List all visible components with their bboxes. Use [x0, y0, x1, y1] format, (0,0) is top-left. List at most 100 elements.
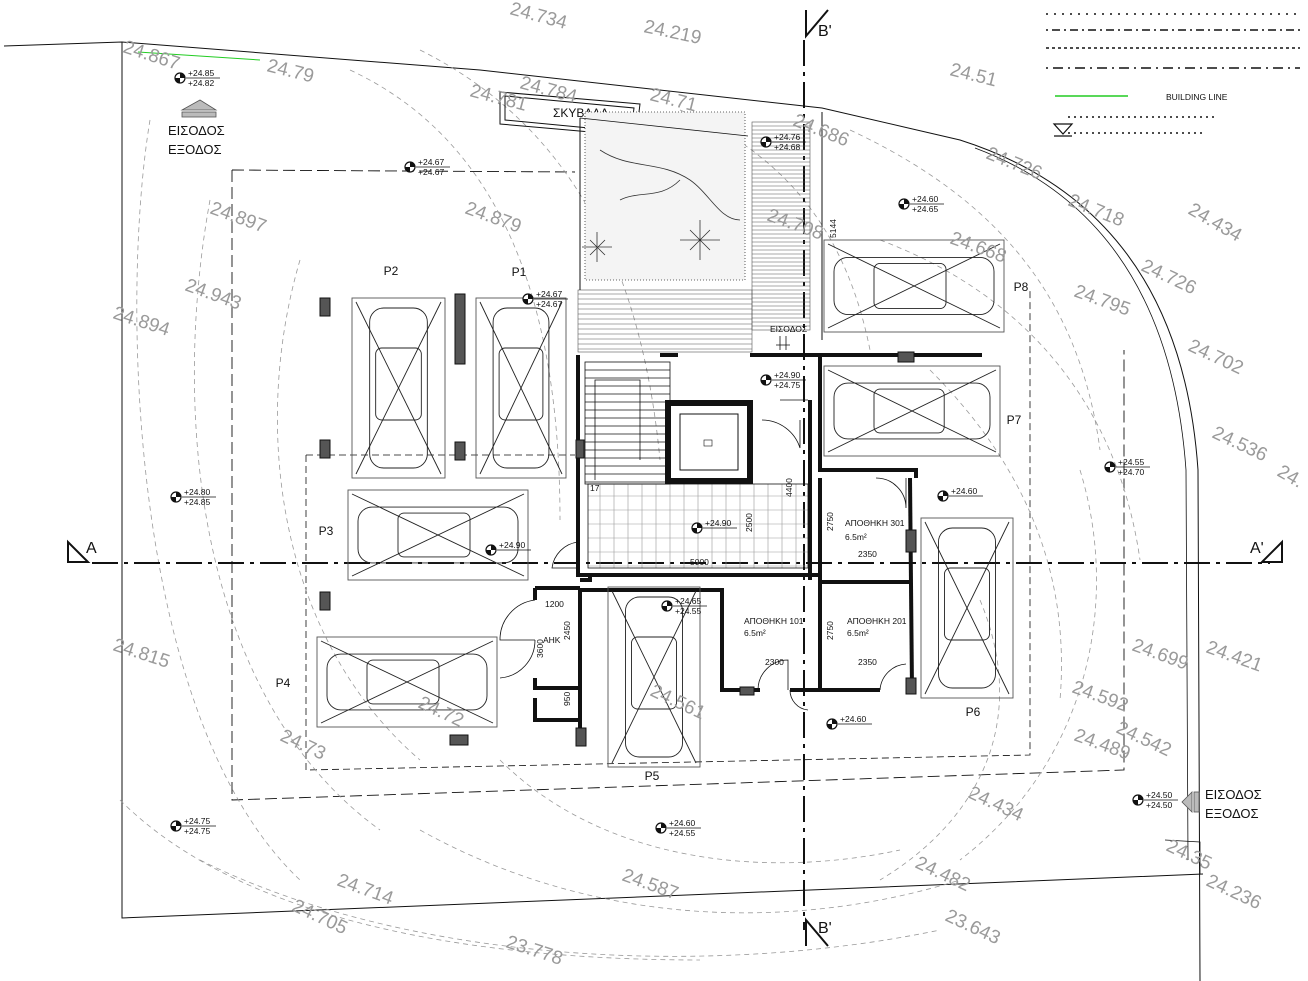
- small-entrance-label: ΕΙΣΟΔΟΣ: [770, 324, 807, 334]
- spot-level: 24.79: [265, 55, 316, 87]
- spot-level: 24.236: [1203, 870, 1265, 914]
- elevation-marker: +24.55+24.70: [1104, 457, 1150, 477]
- spot-level: 24.482: [912, 852, 974, 896]
- spot-level: 24.705: [289, 895, 351, 939]
- spot-level: 24.699: [1129, 635, 1191, 675]
- elevation-value: +24.50: [1146, 790, 1173, 800]
- spot-level: 24.815: [110, 635, 172, 673]
- parking-label: P5: [645, 769, 660, 783]
- car-outline: [320, 640, 494, 724]
- spot-level: 24.867: [120, 37, 182, 75]
- car-outline: [355, 301, 442, 475]
- dimension-label: 2500: [744, 513, 754, 532]
- spot-level: 24.897: [207, 198, 269, 238]
- elevation-marker: +24.60+24.55: [655, 818, 701, 838]
- dimension-label: 5000: [690, 557, 709, 567]
- car-outline: [611, 590, 697, 764]
- storage-101-label: ΑΠΟΘΗΚΗ 101: [744, 616, 804, 626]
- elevation-value: +24.60: [669, 818, 696, 828]
- elevation-value: +24.60: [951, 486, 978, 496]
- lift-shaft: [665, 400, 753, 484]
- elevation-value: +24.60: [912, 194, 939, 204]
- elevation-value-secondary: +24.55: [675, 606, 702, 616]
- spot-level: 24.708: [764, 205, 826, 245]
- spot-level: 24.434: [965, 782, 1027, 826]
- parking-bays: [316, 239, 1014, 768]
- spot-level: 23.778: [503, 932, 565, 970]
- elevation-marker: +24.60: [826, 714, 872, 730]
- spot-level: 24.536: [1209, 422, 1271, 466]
- elevation-value: +24.67: [418, 157, 445, 167]
- storage-201-area: 6.5m²: [847, 628, 869, 638]
- car-outline: [351, 493, 525, 577]
- elevation-value-secondary: +24.65: [912, 204, 939, 214]
- elevation-value-secondary: +24.70: [1118, 467, 1145, 477]
- spot-level: 24.561: [647, 680, 709, 724]
- spot-level: 24.219: [642, 16, 703, 49]
- spot-level: 24.795: [1071, 281, 1133, 321]
- elevation-marker: +24.85+24.82: [174, 68, 220, 88]
- elevation-value-secondary: +24.55: [669, 828, 696, 838]
- elevation-marker: +24.67+24.67: [404, 157, 450, 177]
- elevation-marker: +24.90: [691, 518, 737, 534]
- elevation-marker: +24.75+24.75: [170, 816, 216, 836]
- entrance-exit-right-line1: ΕΙΣΟΔΟΣ: [1205, 787, 1262, 802]
- entrance-exit-left-line1: ΕΙΣΟΔΟΣ: [168, 123, 225, 138]
- dimension-label: 2450: [562, 621, 572, 640]
- dimension-label: 950: [562, 692, 572, 706]
- elevation-value: +24.90: [705, 518, 732, 528]
- elevation-value-secondary: +24.67: [536, 299, 563, 309]
- elevation-value: +24.90: [774, 370, 801, 380]
- spot-level: 24.714: [334, 870, 396, 910]
- spot-level: 24.51: [948, 59, 999, 91]
- dimension-label: 1200: [545, 599, 564, 609]
- section-b-prime-top-label: B': [818, 23, 832, 40]
- spot-level: 24.587: [619, 865, 681, 905]
- elevation-marker: +24.50+24.50: [1132, 790, 1178, 810]
- elevation-value-secondary: +24.75: [184, 826, 211, 836]
- entrance-arrow-icon-left: [180, 99, 218, 118]
- ramp-hatching: [751, 121, 811, 331]
- car-outline: [827, 369, 997, 453]
- elevation-value: +24.75: [184, 816, 211, 826]
- parking-label: P1: [512, 265, 527, 279]
- spot-level: 24.434: [1185, 199, 1246, 246]
- parking-label: P6: [966, 705, 981, 719]
- staircase: [584, 361, 671, 485]
- entry-steps: [577, 289, 753, 353]
- elevation-value-secondary: +24.75: [774, 380, 801, 390]
- elevation-marker: +24.90: [485, 540, 531, 556]
- elevation-marker: +24.90+24.75: [760, 370, 806, 390]
- spot-level: 24.734: [508, 0, 570, 34]
- dimension-label: 2350: [858, 549, 877, 559]
- dimension-label: 2750: [825, 512, 835, 531]
- parking-label: P2: [384, 264, 399, 278]
- spot-level: 24.726: [983, 143, 1045, 184]
- elevation-value-secondary: +24.85: [184, 497, 211, 507]
- building-walls: [533, 353, 982, 745]
- spot-level: 24.894: [110, 303, 172, 341]
- car-outline: [827, 243, 1001, 329]
- building-line-label: BUILDING LINE: [1166, 92, 1228, 102]
- elevation-value: +24.65: [675, 596, 702, 606]
- spot-level: 24.71: [648, 84, 699, 116]
- spot-level: 24.73: [277, 725, 329, 764]
- elevation-value: +24.80: [184, 487, 211, 497]
- parking-label: P8: [1014, 280, 1029, 294]
- elevation-value: +24.85: [188, 68, 215, 78]
- spot-level: 24.702: [1185, 335, 1247, 379]
- spot-level: 24.943: [182, 275, 244, 315]
- elevation-value-secondary: +24.67: [418, 167, 445, 177]
- elevation-marker: +24.60: [937, 486, 983, 502]
- elevation-value: +24.55: [1118, 457, 1145, 467]
- elevation-marker: +24.76+24.68: [760, 132, 806, 152]
- legend: [1046, 13, 1300, 137]
- lobby-outline: [587, 483, 809, 569]
- elevation-value: +24.90: [499, 540, 526, 550]
- parked-cars: [320, 243, 1010, 764]
- dimension-label: 2300: [765, 657, 784, 667]
- elevation-value: +24.67: [536, 289, 563, 299]
- columns: [319, 293, 917, 747]
